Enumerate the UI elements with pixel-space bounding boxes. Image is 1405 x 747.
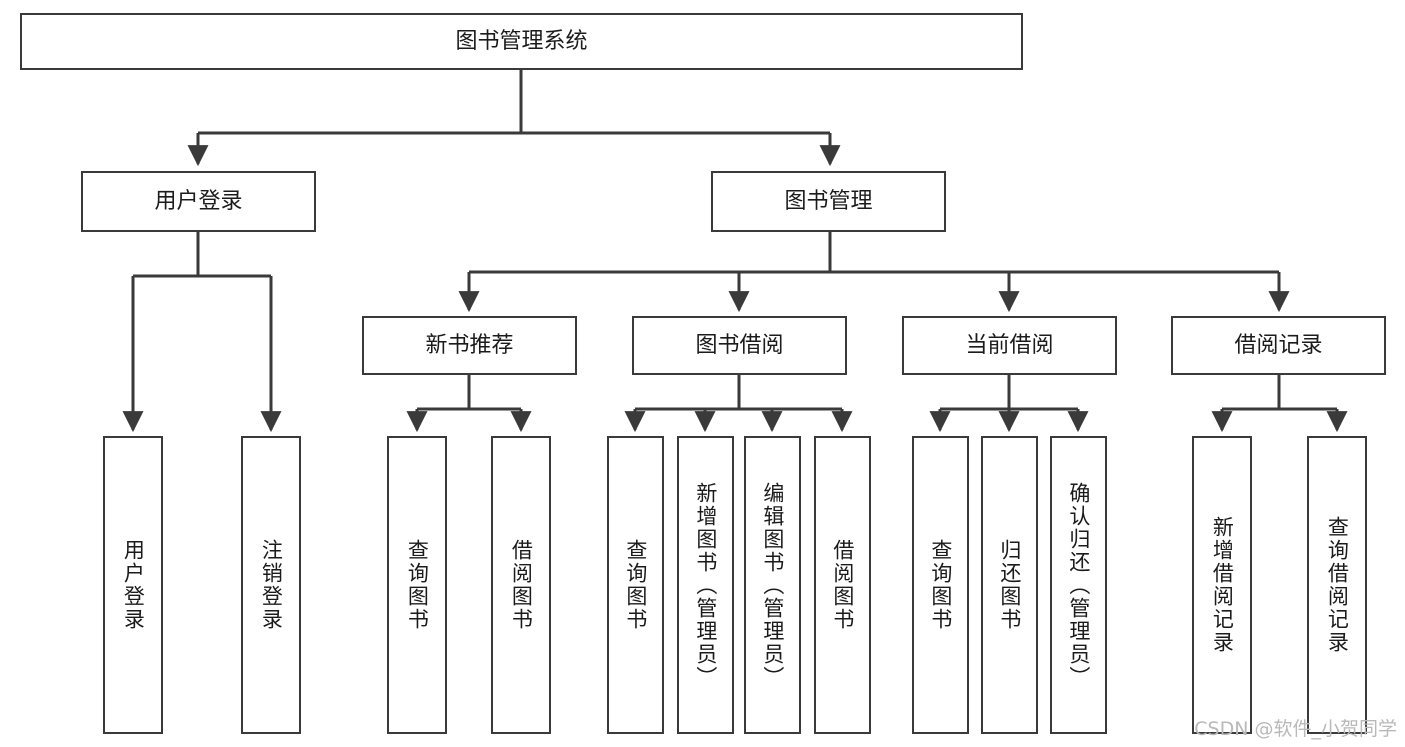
node-leaf-borrow-book-2[interactable]: 借阅图书: [814, 436, 871, 734]
node-leaf-edit-book-label: 编辑图书（管理员）: [760, 481, 785, 689]
node-leaf-edit-book[interactable]: 编辑图书（管理员）: [744, 436, 801, 734]
node-leaf-query-book-2-label: 查询图书: [623, 539, 648, 631]
node-leaf-confirm-return[interactable]: 确认归还（管理员）: [1050, 436, 1107, 734]
node-root[interactable]: 图书管理系统: [20, 13, 1023, 70]
node-borrow-record[interactable]: 借阅记录: [1171, 316, 1386, 375]
node-new-book-rec-label: 新书推荐: [425, 332, 514, 358]
node-leaf-return-book[interactable]: 归还图书: [981, 436, 1038, 734]
node-current-borrow[interactable]: 当前借阅: [902, 316, 1117, 375]
node-user-login[interactable]: 用户登录: [81, 171, 316, 232]
node-leaf-query-book-3[interactable]: 查询图书: [912, 436, 969, 734]
node-borrow-record-label: 借阅记录: [1234, 332, 1323, 358]
node-leaf-user-login-label: 用户登录: [121, 539, 146, 631]
node-book-manage[interactable]: 图书管理: [711, 171, 946, 232]
node-leaf-user-login[interactable]: 用户登录: [103, 436, 163, 734]
node-leaf-borrow-book-1-label: 借阅图书: [509, 539, 534, 631]
node-leaf-borrow-book-1[interactable]: 借阅图书: [491, 436, 551, 734]
node-leaf-query-record[interactable]: 查询借阅记录: [1307, 436, 1367, 734]
node-leaf-confirm-return-label: 确认归还（管理员）: [1066, 481, 1091, 689]
node-leaf-query-book-1[interactable]: 查询图书: [387, 436, 447, 734]
node-leaf-query-book-3-label: 查询图书: [928, 539, 953, 631]
node-leaf-query-book-1-label: 查询图书: [405, 539, 430, 631]
node-leaf-add-record-label: 新增借阅记录: [1210, 516, 1235, 654]
node-user-login-label: 用户登录: [154, 188, 243, 214]
node-leaf-logout[interactable]: 注销登录: [241, 436, 301, 734]
node-leaf-borrow-book-2-label: 借阅图书: [830, 539, 855, 631]
node-leaf-logout-label: 注销登录: [259, 539, 284, 631]
node-leaf-add-book[interactable]: 新增图书（管理员）: [677, 436, 734, 734]
node-leaf-return-book-label: 归还图书: [997, 539, 1022, 631]
node-leaf-query-record-label: 查询借阅记录: [1325, 516, 1350, 654]
node-new-book-rec[interactable]: 新书推荐: [362, 316, 577, 375]
node-book-manage-label: 图书管理: [784, 188, 873, 214]
node-book-borrow-label: 图书借阅: [695, 332, 784, 358]
node-leaf-add-record[interactable]: 新增借阅记录: [1192, 436, 1252, 734]
node-current-borrow-label: 当前借阅: [965, 332, 1054, 358]
node-leaf-query-book-2[interactable]: 查询图书: [607, 436, 664, 734]
node-book-borrow[interactable]: 图书借阅: [632, 316, 847, 375]
node-leaf-add-book-label: 新增图书（管理员）: [693, 481, 718, 689]
node-root-label: 图书管理系统: [455, 28, 588, 54]
